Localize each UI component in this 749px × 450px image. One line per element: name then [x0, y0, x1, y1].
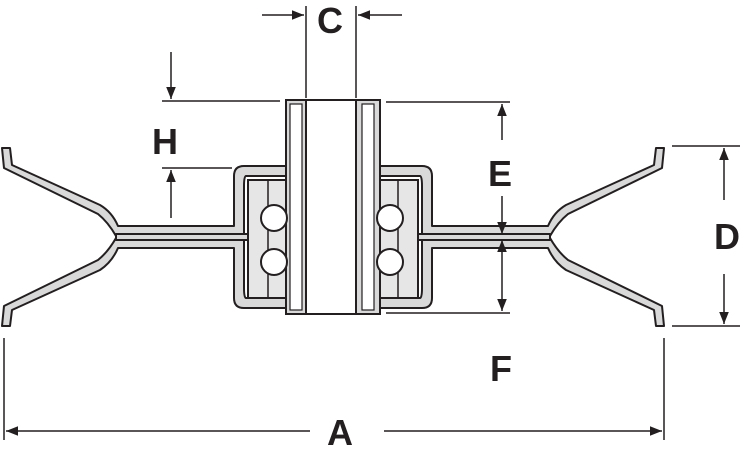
- bearing-ball: [260, 248, 288, 276]
- right-upper-flange: [377, 147, 665, 237]
- bearing-ball: [260, 204, 288, 232]
- hub-assembly: [247, 99, 419, 315]
- label-e: E: [488, 153, 512, 194]
- left-upper-flange: [1, 147, 289, 237]
- label-a: A: [327, 412, 353, 450]
- label-c: C: [317, 0, 343, 41]
- left-lower-flange: [1, 237, 289, 327]
- hub-bore: [305, 99, 357, 315]
- dimension-lines: [3, 6, 740, 440]
- label-d: D: [714, 216, 740, 257]
- label-f: F: [490, 348, 512, 389]
- bearing-ball: [376, 248, 404, 276]
- label-h: H: [152, 121, 178, 162]
- bearing-ball: [376, 204, 404, 232]
